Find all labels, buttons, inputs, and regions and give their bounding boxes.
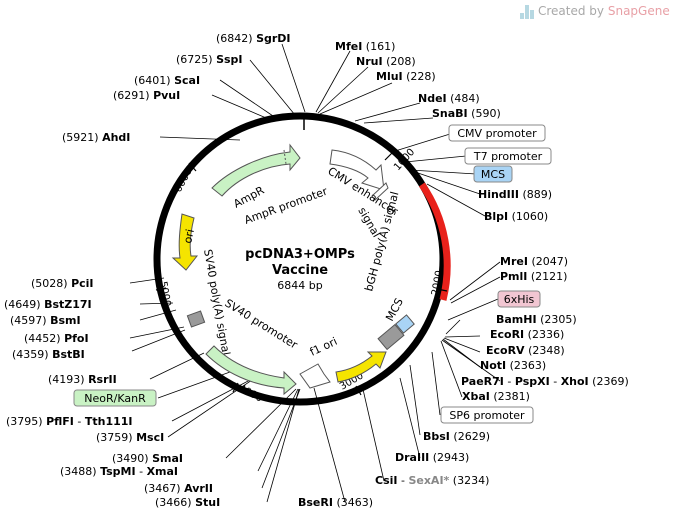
site-ndei: NdeI (484): [418, 92, 480, 105]
site-bbsi: BbsI (2629): [423, 430, 490, 443]
callout-6xhis-label: 6xHis: [504, 293, 535, 306]
site-ecorv: EcoRV (2348): [486, 344, 565, 357]
site-mlui: MluI (228): [376, 70, 436, 83]
site-pmli: PmlI (2121): [500, 270, 567, 283]
f1-ori-label: f1 ori: [308, 335, 339, 359]
site-pvui: (6291) PvuI: [113, 89, 180, 102]
callout-mcs: MCS: [473, 165, 513, 183]
tick-label-5000: 5000: [157, 281, 172, 308]
tick-label-4000: 4000: [237, 383, 265, 405]
site-rsrii: (4193) RsrII: [48, 373, 117, 386]
site-bsmi: (4597) BsmI: [10, 314, 81, 327]
callout-neo-kan-label: NeoR/KanR: [84, 392, 146, 405]
site-ecori: EcoRI (2336): [490, 328, 564, 341]
site-ahdi: (5921) AhdI: [62, 131, 130, 144]
site-bamhi: BamHI (2305): [496, 313, 577, 326]
snapgene-logo-icon: [520, 5, 534, 19]
site-sspi: (6725) SspI: [176, 53, 243, 66]
site-avrii: (3467) AvrII: [144, 482, 213, 495]
snapgene-credit: Created by SnapGene: [520, 2, 680, 22]
site-nrui: NruI (208): [356, 55, 416, 68]
callout-cmv-promoter-label: CMV promoter: [457, 127, 537, 140]
sv40-promoter-label: SV40 promoter: [222, 297, 300, 352]
callout-cmv-promoter: CMV promoter: [448, 124, 546, 142]
cmv-enhancer-arrow: [329, 149, 385, 191]
site-csii-sexai: CsiI - SexAI* (3234): [375, 474, 489, 487]
ori-label: ori: [181, 228, 197, 245]
mcs-box: [395, 314, 415, 334]
site-tspmi-xmai: (3488) TspMI - XmaI: [60, 465, 178, 478]
site-mfei: MfeI (161): [335, 40, 395, 53]
site-snabi: SnaBI (590): [432, 107, 501, 120]
neo-kan-arrow: [205, 345, 297, 396]
ori-arrow: [171, 213, 199, 271]
snapgene-brand: SnapGene: [607, 4, 670, 18]
site-pflfi-tth111i: (3795) PflFI - Tth111I: [6, 415, 133, 428]
insert-arc: [419, 182, 451, 301]
callout-t7-promoter-label: T7 promoter: [473, 150, 543, 163]
created-by-text: Created by: [538, 4, 608, 18]
site-bstbi: (4359) BstBI: [12, 348, 85, 361]
site-smai: (3490) SmaI: [112, 452, 183, 465]
callout-mcs-label: MCS: [481, 168, 505, 181]
site-pfoi: (4452) PfoI: [24, 332, 89, 345]
site-scai: (6401) ScaI: [134, 74, 200, 87]
callout-t7-promoter: T7 promoter: [464, 147, 552, 165]
callout-6xhis: 6xHis: [497, 290, 541, 308]
site-xbai: XbaI (2381): [462, 390, 530, 403]
site-mrei: MreI (2047): [500, 255, 568, 268]
site-stui: (3466) StuI: [155, 496, 220, 509]
bgh-polya-box: [377, 323, 405, 351]
plasmid-length: 6844 bp: [277, 279, 322, 292]
f1-ori-arrow: [299, 363, 331, 389]
site-hindiii: HindIII (889): [478, 188, 552, 201]
plasmid-backbone: [153, 112, 447, 406]
tick-label-6000: 6000: [173, 167, 195, 195]
site-blpi: BlpI (1060): [484, 210, 548, 223]
plasmid-name-line2: Vaccine: [272, 263, 328, 278]
callout-sp6-promoter-label: SP6 promoter: [449, 409, 525, 422]
site-paer7i-pspxi-xhoi: PaeR7I - PspXI - XhoI (2369): [461, 375, 629, 388]
site-bseri: BseRI (3463): [298, 496, 373, 509]
ruler-ticks: [155, 151, 448, 396]
tick-label-2000: 2000: [430, 270, 445, 297]
site-leader-lines: [129, 43, 501, 503]
f1-ori-yellow-arrow: [335, 351, 387, 383]
ampr-arrow: [211, 143, 301, 197]
sv40-ori-box: [186, 310, 206, 328]
ampr-label: AmpR: [231, 184, 266, 211]
site-msci: (3759) MscI: [96, 431, 164, 444]
site-pcii: (5028) PciI: [31, 277, 94, 290]
site-draiii: DraIII (2943): [395, 451, 469, 464]
credit-text: Created by SnapGene: [538, 4, 670, 18]
callout-neo-kan: NeoR/KanR: [73, 389, 157, 407]
plasmid-name: pcDNA3+OMPs: [245, 247, 355, 262]
site-bstz17i: (4649) BstZ17I: [4, 298, 92, 311]
callout-sp6-promoter: SP6 promoter: [440, 406, 534, 424]
site-sgrdi: (6842) SgrDI: [216, 32, 291, 45]
site-noti: NotI (2363): [480, 359, 546, 372]
cmv-promoter-arrow: [371, 182, 389, 201]
